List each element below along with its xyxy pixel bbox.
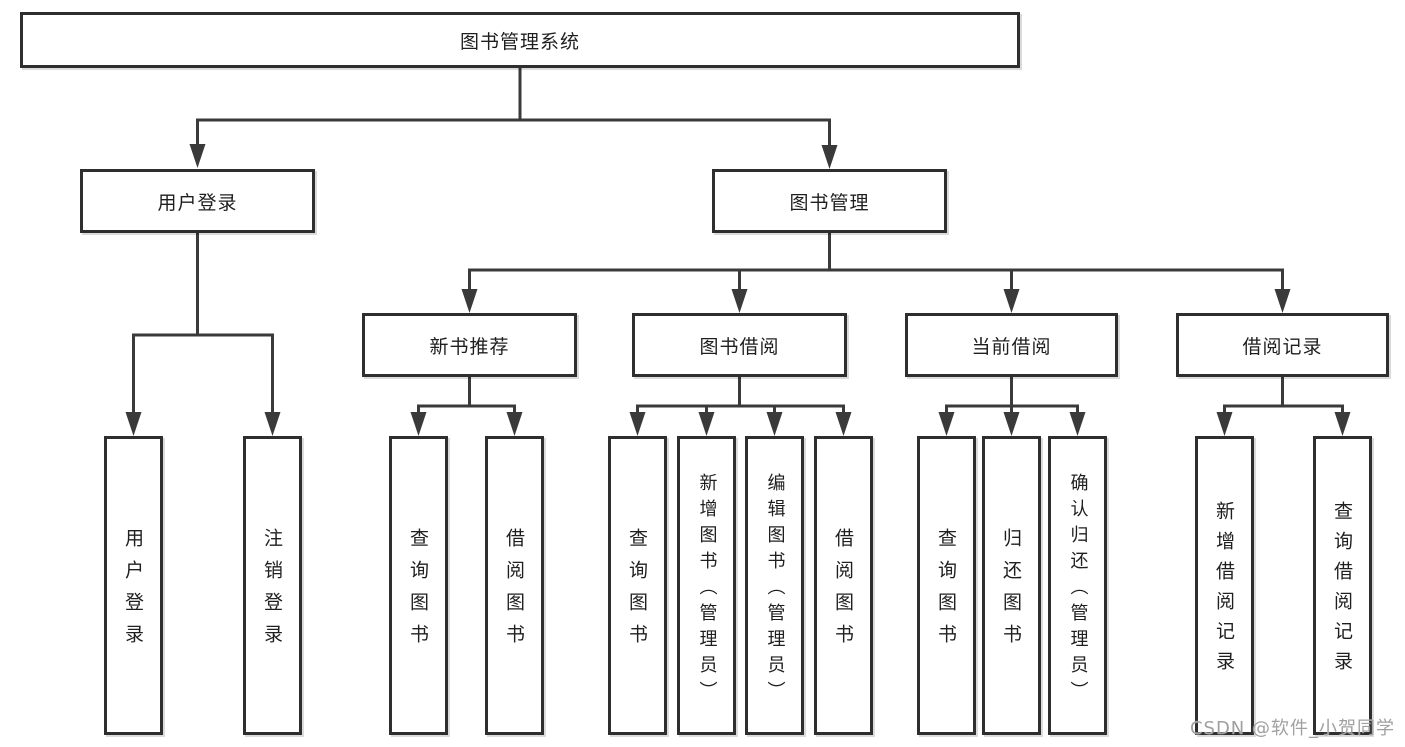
node-current-borrow: 当前借阅 [905,313,1118,377]
node-label: 用户登录 [157,191,238,214]
node-label: 图书管理系统 [459,30,580,53]
node-label: 图书管理 [789,191,870,214]
node-return-books: 归还图书 [982,436,1041,735]
node-label: 查询图书 [407,528,429,656]
node-library-management-system: 图书管理系统 [20,12,1020,68]
node-label: 归还图书 [1000,528,1022,656]
node-edit-books-admin: 编辑图书（管理员） [745,436,804,735]
node-label: 查询借阅记录 [1331,501,1353,681]
node-label: 编辑图书（管理员） [764,472,786,707]
node-confirm-return-admin: 确认归还（管理员） [1048,436,1107,735]
node-logout: 注销登录 [243,436,302,735]
node-book-borrow: 图书借阅 [632,313,847,377]
node-label: 新书推荐 [429,335,510,358]
node-label: 查询图书 [626,528,648,656]
node-borrow-records: 借阅记录 [1176,313,1389,377]
node-label: 当前借阅 [971,335,1052,358]
node-label: 借阅记录 [1242,335,1323,358]
node-label: 新增图书（管理员） [696,472,718,707]
node-query-books: 查询图书 [608,436,667,735]
node-label: 新增借阅记录 [1213,501,1235,681]
node-query-books: 查询图书 [389,436,448,735]
node-query-borrow-record: 查询借阅记录 [1313,436,1372,735]
node-label: 用户登录 [122,528,144,656]
node-query-books: 查询图书 [917,436,976,735]
node-user-login: 用户登录 [104,436,163,735]
node-label: 借阅图书 [832,528,854,656]
node-add-books-admin: 新增图书（管理员） [677,436,736,735]
csdn-watermark: CSDN @软件_小贺同学 [1189,718,1395,739]
node-borrow-books: 借阅图书 [485,436,544,735]
node-label: 借阅图书 [503,528,525,656]
node-book-management-branch: 图书管理 [712,169,947,233]
node-label: 查询图书 [935,528,957,656]
node-label: 注销登录 [261,528,283,656]
node-new-book-recommend: 新书推荐 [362,313,577,377]
node-add-borrow-record: 新增借阅记录 [1195,436,1254,735]
node-user-login-branch: 用户登录 [80,169,315,233]
node-borrow-books: 借阅图书 [814,436,873,735]
node-label: 确认归还（管理员） [1067,472,1089,707]
node-label: 图书借阅 [699,335,780,358]
